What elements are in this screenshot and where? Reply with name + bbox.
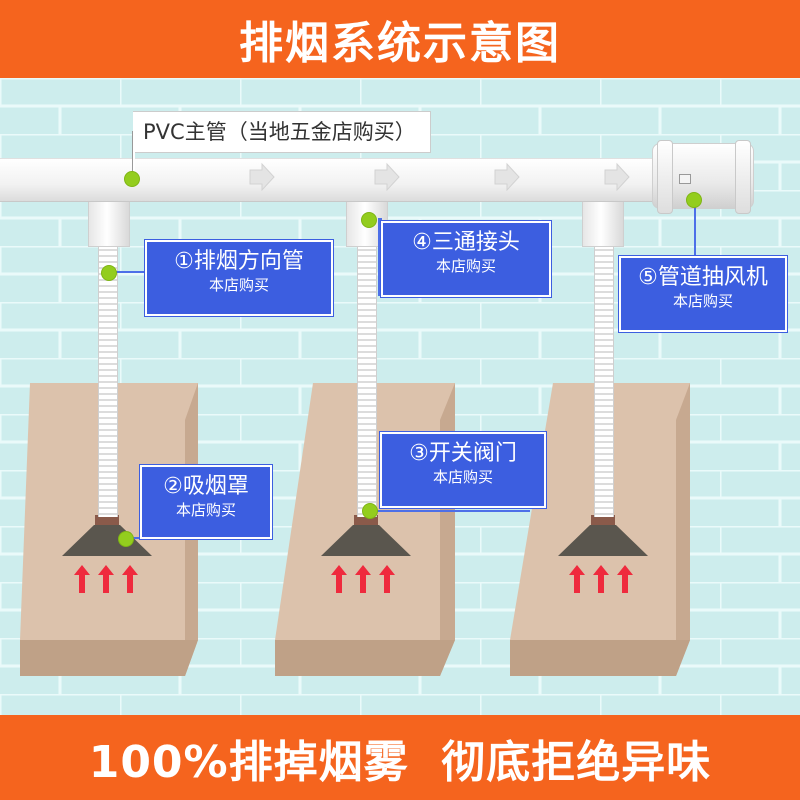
up-arrow-icon bbox=[593, 565, 609, 593]
callout-subtitle: 本店购买 bbox=[175, 501, 236, 519]
up-arrow-icon bbox=[379, 565, 395, 593]
up-arrow-icon bbox=[331, 565, 347, 593]
callout-subtitle: 本店购买 bbox=[208, 276, 269, 294]
callout-subtitle: 本店购买 bbox=[435, 257, 496, 275]
callout-title: ③开关阀门 bbox=[409, 441, 517, 466]
tee-pointer-dot bbox=[361, 212, 377, 228]
flex-hose-3 bbox=[594, 245, 614, 517]
callout-title: ①排烟方向管 bbox=[174, 249, 304, 274]
page-title: 排烟系统示意图 bbox=[239, 18, 561, 69]
chevron-right-arrow-icon bbox=[249, 162, 275, 192]
up-arrow-icon bbox=[122, 565, 138, 593]
page-title-banner: 排烟系统示意图 bbox=[0, 0, 800, 78]
callout-hood: ②吸烟罩 本店购买 bbox=[140, 465, 272, 539]
hood-pointer-dot bbox=[118, 531, 134, 547]
fan-leader bbox=[694, 198, 696, 256]
pvc-main-pipe bbox=[0, 158, 690, 202]
chevron-right-arrow-icon bbox=[604, 162, 630, 192]
chevron-right-arrow-icon bbox=[374, 162, 400, 192]
pvc-main-pipe-label: PVC主管（当地五金店购买） bbox=[133, 111, 431, 153]
valve-leader bbox=[370, 510, 530, 512]
slogan-text: 100%排掉烟雾 彻底拒绝异味 bbox=[88, 736, 712, 788]
direction-pipe-pointer-dot bbox=[101, 265, 117, 281]
callout-title: ⑤管道抽风机 bbox=[638, 265, 768, 290]
tee-connector-3 bbox=[582, 198, 624, 247]
valve-pointer-dot bbox=[362, 503, 378, 519]
chevron-right-arrow-icon bbox=[494, 162, 520, 192]
pvc-pointer-dot bbox=[124, 171, 140, 187]
callout-subtitle: 本店购买 bbox=[432, 468, 493, 486]
up-arrow-icon bbox=[569, 565, 585, 593]
duct-fan bbox=[652, 140, 754, 214]
flex-hose-1 bbox=[98, 245, 118, 517]
hood-3 bbox=[558, 515, 648, 556]
fan-rim-left bbox=[657, 140, 673, 214]
callout-title: ④三通接头 bbox=[412, 230, 520, 255]
callout-subtitle: 本店购买 bbox=[672, 292, 733, 310]
up-arrow-icon bbox=[355, 565, 371, 593]
tee-leader bbox=[378, 218, 382, 296]
pvc-leader-line bbox=[132, 131, 135, 179]
fan-pointer-dot bbox=[686, 192, 702, 208]
direction-pipe-leader bbox=[110, 271, 146, 273]
callout-title: ②吸烟罩 bbox=[163, 474, 249, 499]
fan-rim-right bbox=[735, 140, 751, 214]
hood-1 bbox=[62, 515, 152, 556]
up-arrow-icon-group bbox=[74, 565, 633, 593]
flex-hose-2 bbox=[357, 245, 377, 517]
slogan-banner: 100%排掉烟雾 彻底拒绝异味 bbox=[0, 715, 800, 800]
callout-tee: ④三通接头 本店购买 bbox=[381, 221, 551, 297]
up-arrow-icon bbox=[98, 565, 114, 593]
tee-connector-1 bbox=[88, 198, 130, 247]
fan-switch bbox=[679, 174, 691, 184]
callout-fan: ⑤管道抽风机 本店购买 bbox=[619, 256, 787, 332]
callout-direction-pipe: ①排烟方向管 本店购买 bbox=[145, 240, 333, 316]
up-arrow-icon bbox=[617, 565, 633, 593]
up-arrow-icon bbox=[74, 565, 90, 593]
callout-valve: ③开关阀门 本店购买 bbox=[380, 432, 546, 508]
